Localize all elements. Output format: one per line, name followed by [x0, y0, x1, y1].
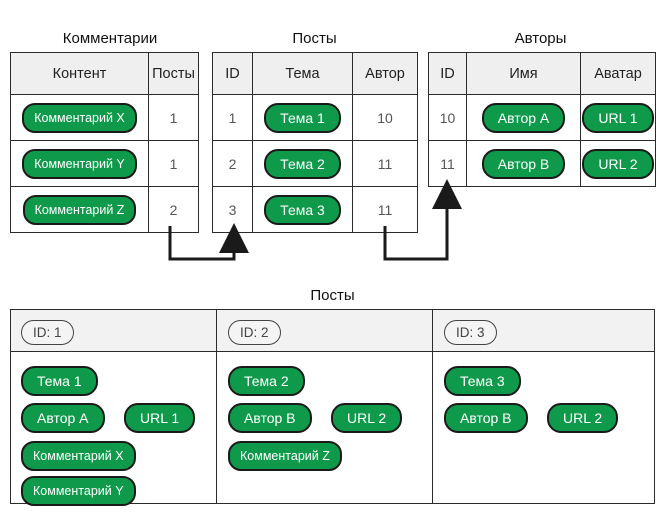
- header-topic: Тема: [252, 52, 353, 95]
- comment-pill: Комментарий X: [21, 441, 136, 471]
- comments-table: Контент Посты Комментарий X 1 Комментари…: [10, 52, 199, 233]
- column-header: ID: 2: [217, 310, 432, 352]
- avatar-pill: URL 1: [124, 403, 196, 433]
- topic-pill: Тема 2: [228, 366, 305, 396]
- topic-pill: Тема 3: [264, 194, 341, 225]
- avatar-pill: URL 2: [582, 148, 654, 179]
- table-cell: Автор A: [466, 94, 581, 141]
- header-posts: Посты: [148, 52, 199, 95]
- nested-post-column: ID: 3 Тема 3 Автор B URL 2: [433, 310, 654, 503]
- comments-table-title: Комментарии: [62, 30, 158, 47]
- table-cell: Комментарий X: [10, 94, 149, 141]
- table-cell: 1: [148, 94, 199, 141]
- comment-pill: Комментарий Y: [22, 148, 137, 179]
- nested-post-column: ID: 1 Тема 1 Автор A URL 1 Комментарий X…: [11, 310, 217, 506]
- post-to-author-arrow: [383, 179, 462, 261]
- post-id-badge: ID: 3: [444, 320, 497, 345]
- topic-pill: Тема 1: [264, 102, 341, 133]
- table-cell: URL 1: [580, 94, 656, 141]
- topic-pill: Тема 2: [264, 148, 341, 179]
- table-cell: Тема 1: [252, 94, 353, 141]
- posts-table-title: Посты: [292, 30, 337, 47]
- avatar-pill: URL 2: [547, 403, 619, 433]
- author-pill: Автор B: [228, 403, 312, 433]
- header-id: ID: [212, 52, 253, 95]
- author-pill: Автор B: [444, 403, 528, 433]
- comment-pill: Комментарий X: [22, 102, 137, 133]
- table-cell: URL 2: [580, 140, 656, 187]
- comment-pill: Комментарий Z: [228, 441, 342, 471]
- column-header: ID: 3: [433, 310, 654, 352]
- nested-posts-panel: ID: 1 Тема 1 Автор A URL 1 Комментарий X…: [10, 309, 655, 506]
- post-id-badge: ID: 2: [228, 320, 281, 345]
- table-cell: 2: [148, 186, 199, 233]
- table-cell: 1: [148, 140, 199, 187]
- authors-table-title: Авторы: [514, 30, 567, 47]
- avatar-pill: URL 2: [331, 403, 403, 433]
- nested-post-column: ID: 2 Тема 2 Автор B URL 2 Комментарий Z: [217, 310, 433, 503]
- author-pill: Автор A: [481, 102, 566, 133]
- author-pill: Автор B: [481, 148, 566, 179]
- header-avatar: Аватар: [580, 52, 656, 95]
- table-cell: 11: [352, 186, 418, 233]
- topic-pill: Тема 1: [21, 366, 98, 396]
- avatar-pill: URL 1: [582, 102, 654, 133]
- comment-pill: Комментарий Z: [22, 194, 137, 225]
- comment-pill: Комментарий Y: [21, 476, 136, 506]
- author-pill: Автор A: [21, 403, 105, 433]
- post-id-badge: ID: 1: [21, 320, 74, 345]
- topic-pill: Тема 3: [444, 366, 521, 396]
- header-author: Автор: [352, 52, 418, 95]
- table-cell: 2: [212, 140, 253, 187]
- table-cell: Автор B: [466, 140, 581, 187]
- table-cell: Комментарий Z: [10, 186, 149, 233]
- table-cell: Тема 2: [252, 140, 353, 187]
- column-header: ID: 1: [11, 310, 216, 352]
- comment-to-post-arrow: [168, 223, 249, 261]
- nested-posts-title: Посты: [310, 287, 355, 304]
- header-content: Контент: [10, 52, 149, 95]
